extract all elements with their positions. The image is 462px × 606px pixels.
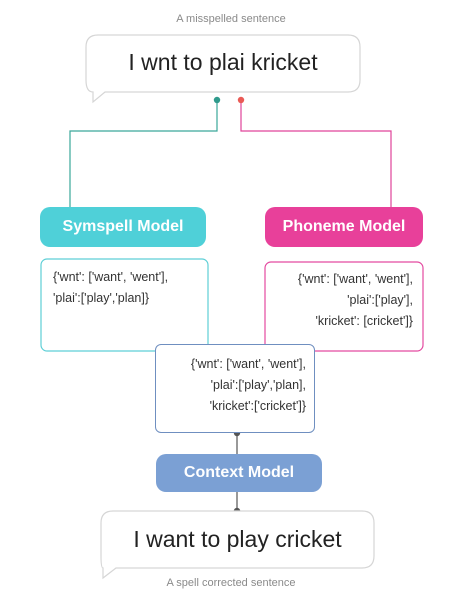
phoneme-model-node: Phoneme Model — [265, 207, 423, 247]
connector-dot-teal — [213, 96, 221, 104]
phoneme-output-line: {'wnt': ['want', 'went'], — [297, 272, 413, 286]
phoneme-output-line: 'kricket': [cricket']} — [315, 314, 413, 328]
output-speech-bubble — [100, 510, 375, 580]
symspell-output-box: {'wnt': ['want', 'went'], 'plai':['play'… — [41, 259, 208, 351]
phoneme-output-box: {'wnt': ['want', 'went'], 'plai':['play'… — [265, 262, 423, 351]
merged-output-line: 'plai':['play','plan], — [210, 378, 306, 392]
phoneme-output-line: 'plai':['play'], — [347, 293, 413, 307]
phoneme-output-box-border — [264, 261, 424, 352]
output-caption: A spell corrected sentence — [166, 577, 296, 589]
context-model-node: Context Model — [156, 454, 322, 492]
symspell-model-label: Symspell Model — [62, 218, 184, 235]
symspell-output-line: 'plai':['play','plan]} — [53, 291, 150, 305]
connector-input-to-symspell — [69, 100, 218, 208]
symspell-model-node: Symspell Model — [40, 207, 206, 247]
symspell-output-line: {'wnt': ['want', 'went'], — [53, 270, 169, 284]
input-sentence: I wnt to plai kricket — [128, 49, 318, 75]
phoneme-model-label: Phoneme Model — [282, 218, 406, 235]
connector-input-to-phoneme — [240, 100, 392, 208]
merged-output-line: 'kricket':['cricket']} — [209, 399, 306, 413]
merged-candidates-box: {'wnt': ['want', 'went'], 'plai':['play'… — [155, 344, 315, 433]
context-model-label: Context Model — [183, 464, 295, 481]
merged-output-line: {'wnt': ['want', 'went'], — [190, 357, 306, 371]
connector-dot-pink — [237, 96, 245, 104]
symspell-output-box-border — [40, 258, 209, 352]
input-speech-bubble — [85, 34, 361, 104]
output-sentence: I want to play cricket — [133, 526, 342, 552]
input-caption: A misspelled sentence — [176, 13, 286, 25]
